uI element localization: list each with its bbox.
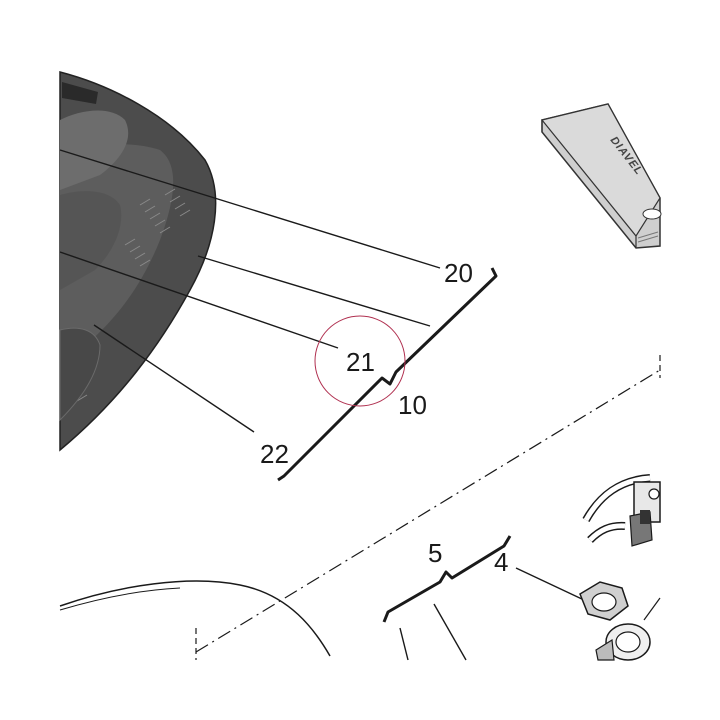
owners-manual-booklet: DIAVEL	[540, 103, 662, 249]
callout-bracket-5	[382, 535, 512, 623]
callout-bracket-10	[277, 267, 498, 482]
callout-10: 10	[398, 390, 427, 420]
callout-21: 21	[346, 347, 375, 377]
seat-part	[59, 71, 217, 452]
fuel-tank-outline	[59, 580, 331, 657]
callout-4: 4	[494, 547, 508, 577]
leader-line-4	[515, 567, 585, 601]
callout-20: 20	[444, 258, 473, 288]
highlight-circle	[314, 315, 406, 407]
fuel-cap-hardware	[579, 474, 661, 661]
callout-22: 22	[260, 439, 289, 469]
dash-dot-centerline	[195, 369, 661, 653]
callout-5: 5	[428, 538, 442, 568]
leader-lines	[59, 149, 441, 433]
